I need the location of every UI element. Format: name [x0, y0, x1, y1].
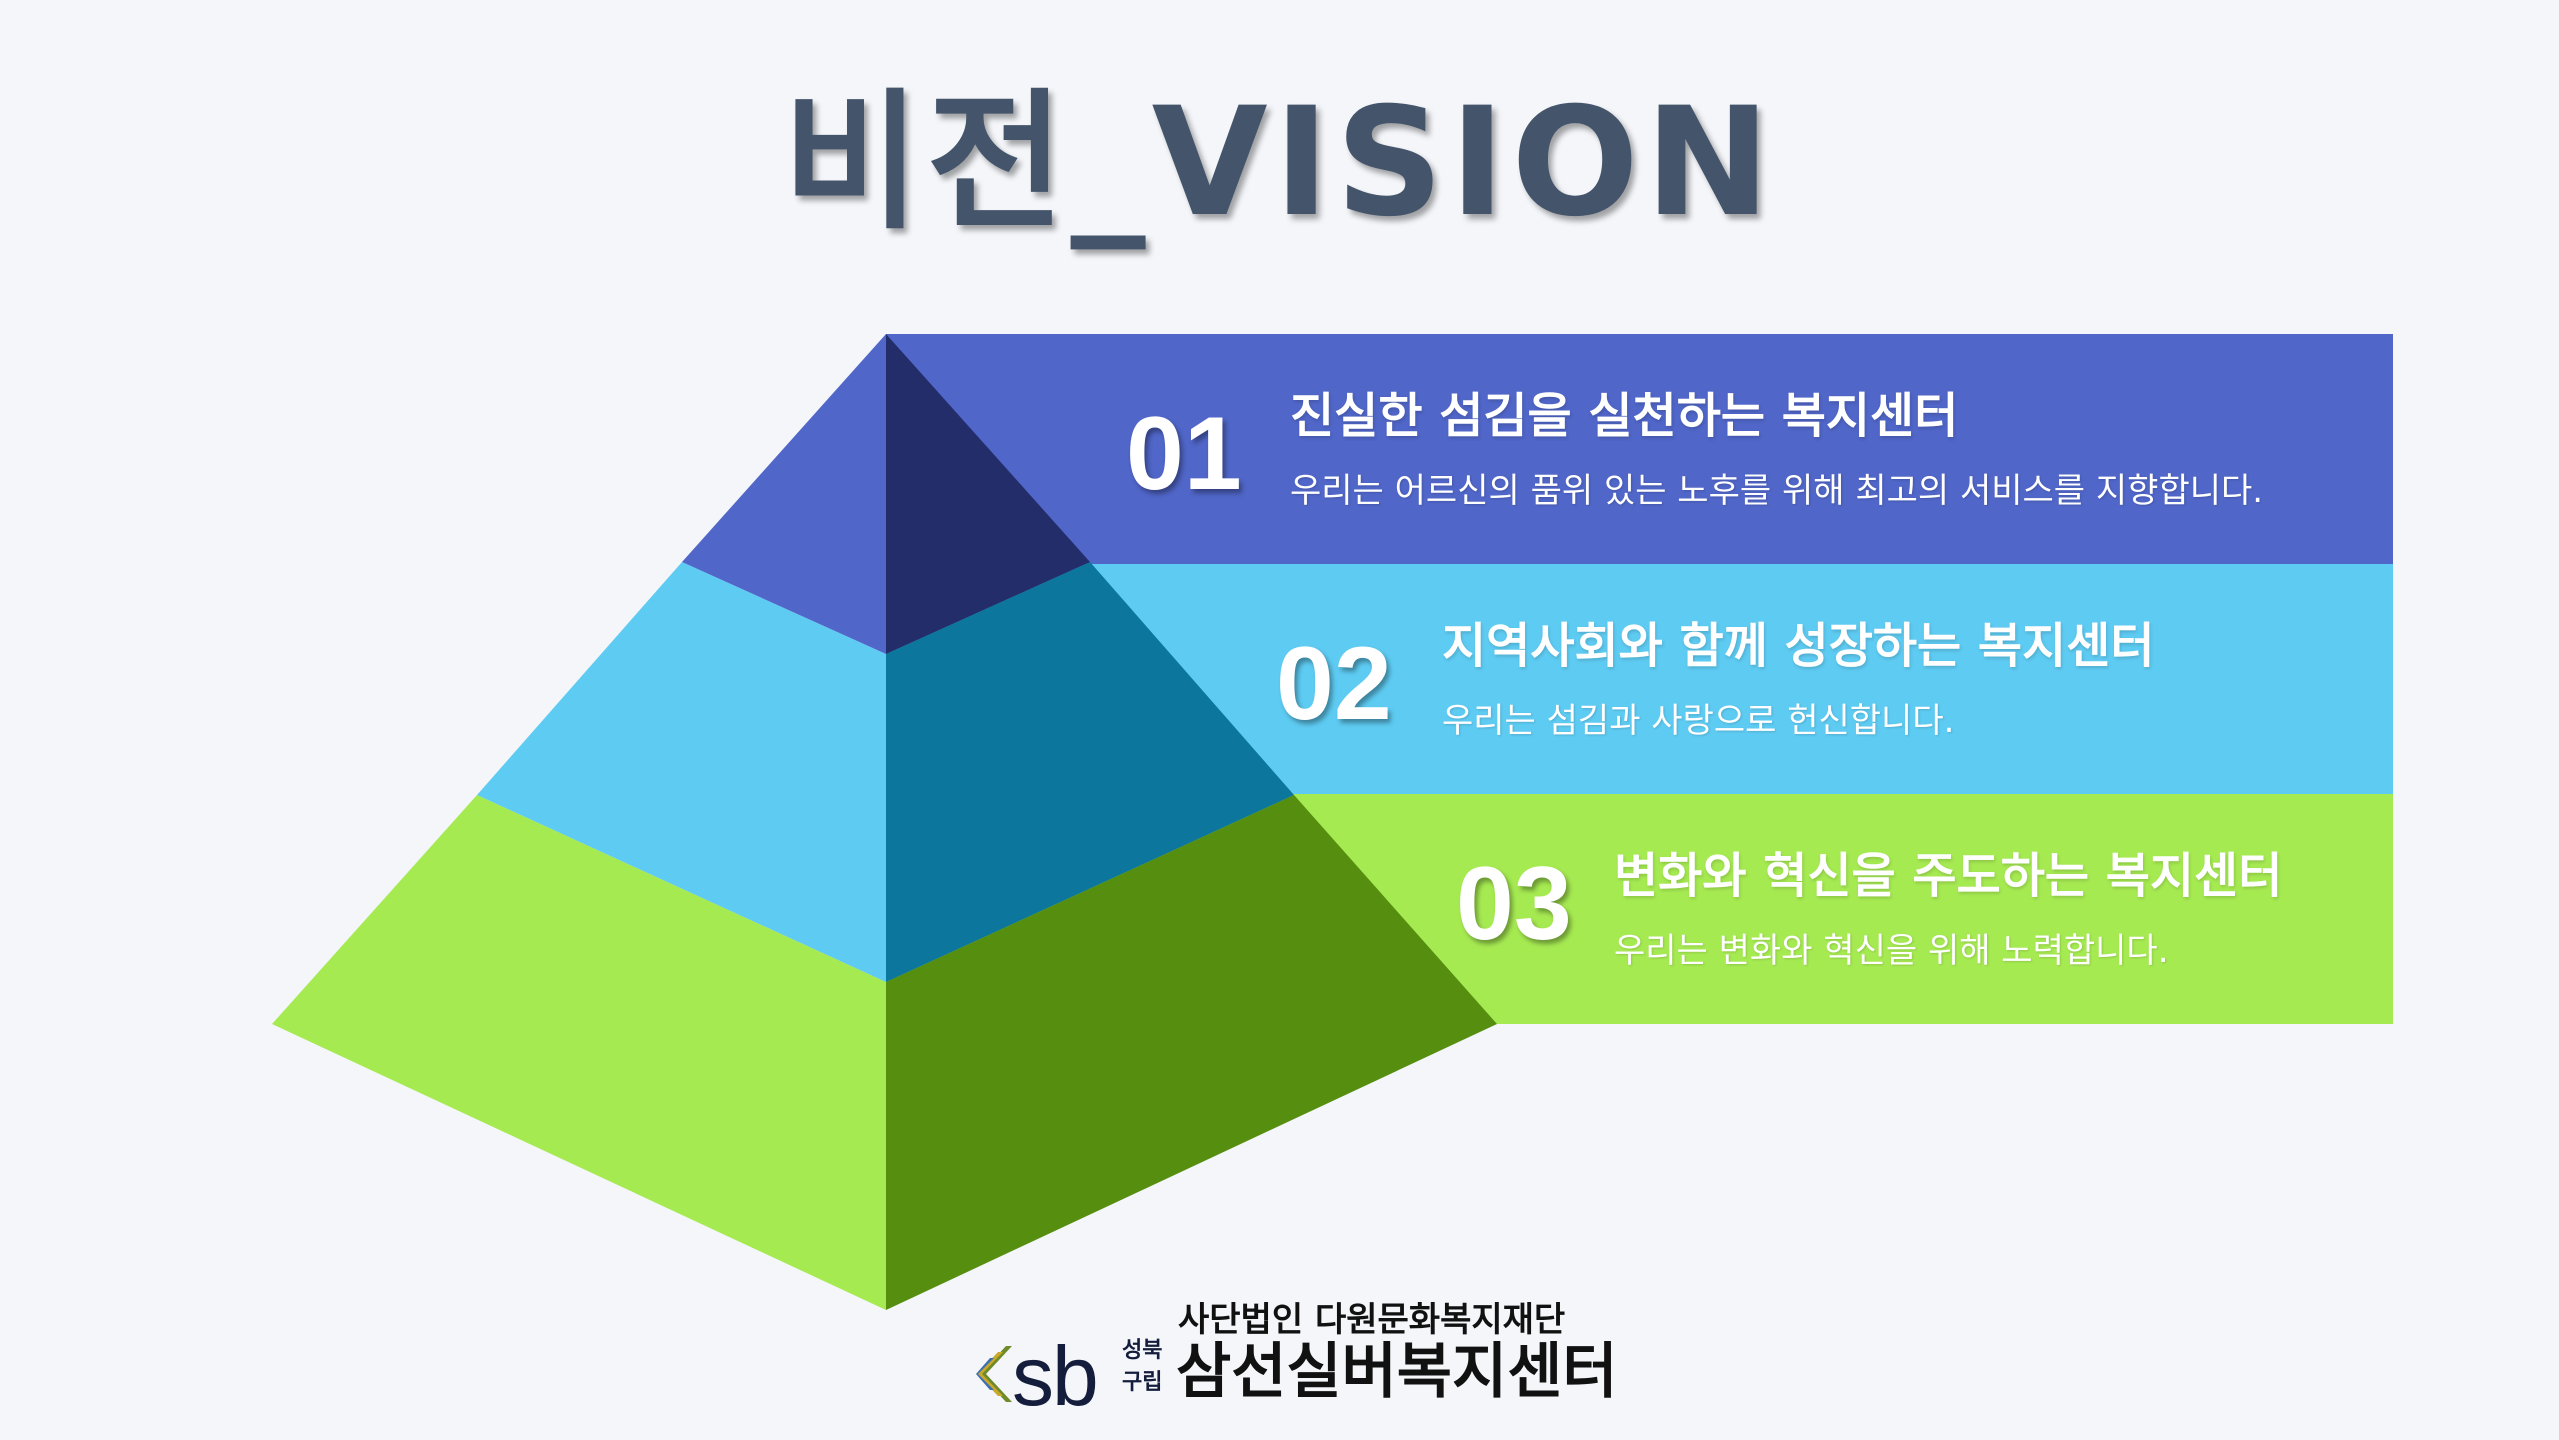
vision-description-3: 우리는 변화와 혁신을 위해 노력합니다. [1614, 931, 2169, 971]
vision-headline-3: 변화와 혁신을 주도하는 복지센터 [1614, 848, 2283, 904]
striped-chevron-icon [976, 1346, 1012, 1402]
vision-headline-2: 지역사회와 함께 성장하는 복지센터 [1442, 618, 2155, 674]
vision-number-3: 03 [1456, 846, 1572, 962]
band-1 [886, 334, 2393, 564]
foundation-name: 사단법인 다원문화복지재단 [1178, 1300, 1566, 1340]
page-title: 비전_VISION [782, 76, 1777, 250]
pyramid-tier-3-left-face [272, 795, 886, 1310]
pyramid-tier-2-left-face [477, 562, 886, 982]
center-name: 삼선실버복지센터 [1176, 1337, 1618, 1407]
vision-headline-1: 진실한 섬김을 실천하는 복지센터 [1290, 388, 1959, 444]
pyramid-tier-1-right-face [886, 334, 1090, 654]
vision-description-1: 우리는 어르신의 품위 있는 노후를 위해 최고의 서비스를 지향합니다. [1290, 471, 2264, 511]
vision-number-1: 01 [1126, 396, 1242, 512]
logo-small-top: 성북 [1122, 1338, 1163, 1363]
pyramid-tier-1-left-face [682, 334, 886, 654]
logo-letters: sb [1012, 1329, 1099, 1423]
logo-small-bottom: 구립 [1122, 1370, 1163, 1395]
vision-description-2: 우리는 섬김과 사랑으로 헌신합니다. [1442, 701, 1955, 741]
pyramid-tier-3-right-face [886, 795, 1497, 1310]
vision-number-2: 02 [1276, 626, 1392, 742]
pyramid-tier-2-right-face [886, 562, 1294, 982]
